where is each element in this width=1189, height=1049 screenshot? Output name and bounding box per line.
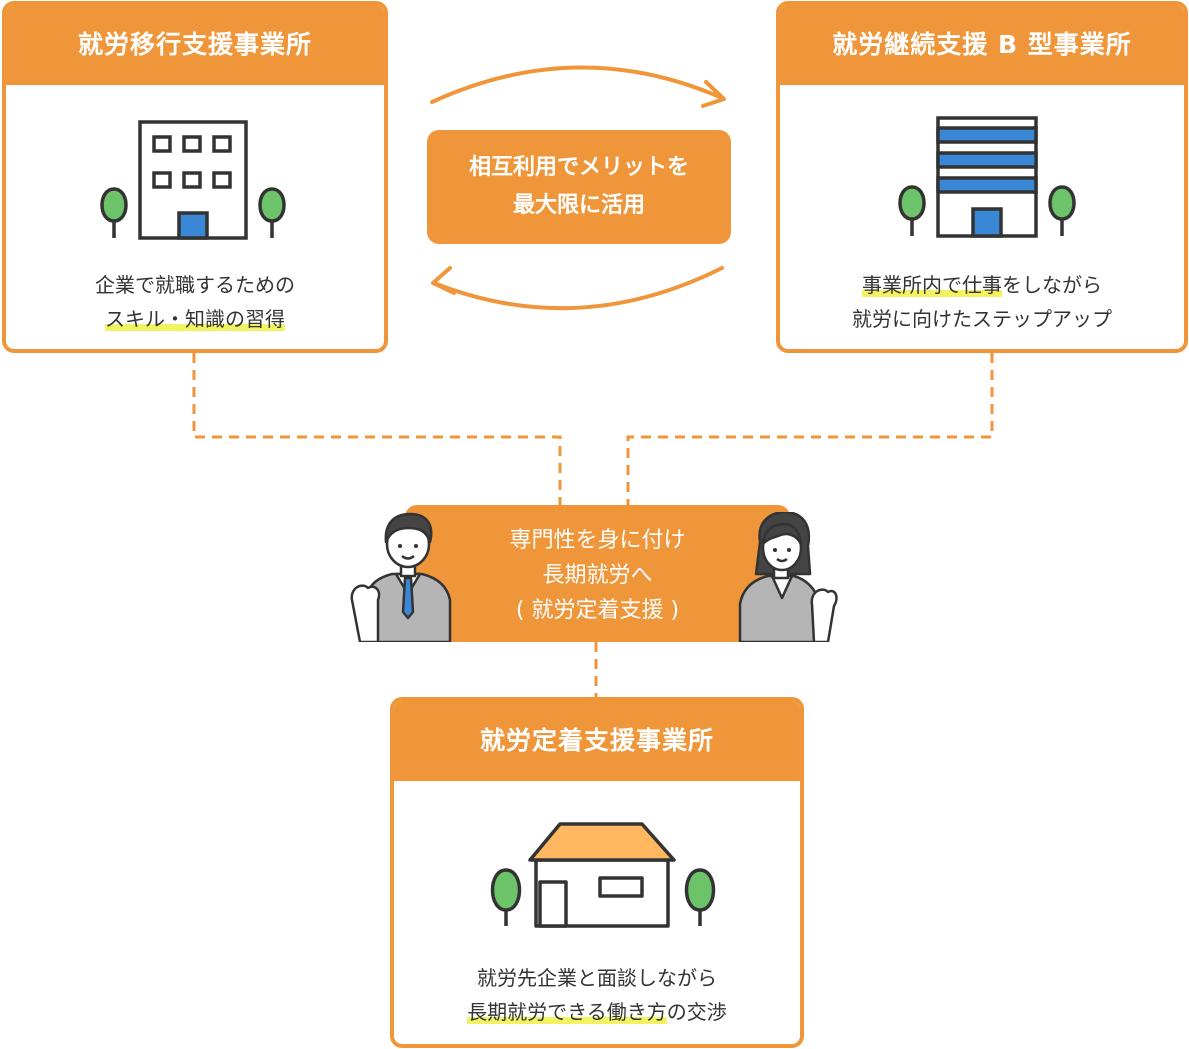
card-title: 就労定着支援事業所 xyxy=(394,701,800,781)
businesswoman-icon xyxy=(738,512,838,642)
card-title: 就労移行支援事業所 xyxy=(6,5,384,85)
office-building-striped-icon xyxy=(898,116,1076,238)
card-title: 就労継続支援 B 型事業所 xyxy=(780,5,1184,85)
card-continuous-support-b: 就労継続支援 B 型事業所 事業所内で仕事をしながら 就労に向けたステップアップ xyxy=(776,1,1188,353)
card-description: 企業で就職するための スキル・知識の習得 xyxy=(95,273,295,331)
arrow-top-curve xyxy=(430,65,724,104)
highlighted-text: 事業所内で仕事 xyxy=(862,273,1002,297)
dashed-connector-right xyxy=(626,353,994,505)
card-description: 事業所内で仕事をしながら 就労に向けたステップアップ xyxy=(852,273,1112,331)
long-term-employment-label: 専門性を身に付け 長期就労へ ( 就労定着支援 ) xyxy=(405,505,790,642)
house-icon xyxy=(490,822,716,928)
card-description: 就労先企業と面談しながら 長期就労できる働き方の交渉 xyxy=(467,966,727,1024)
office-building-icon xyxy=(100,120,286,240)
card-settlement-support: 就労定着支援事業所 就労先企業と面談しながら 長期就労できる働き方の交渉 xyxy=(390,697,804,1048)
businessman-icon xyxy=(350,512,452,642)
arrow-bottom-head xyxy=(431,266,456,295)
highlighted-text: スキル・知識の習得 xyxy=(105,307,285,331)
arrow-bottom-curve xyxy=(432,266,724,311)
dashed-connector-left xyxy=(192,353,562,505)
arrow-top-head xyxy=(701,80,726,108)
mutual-use-label: 相互利用でメリットを 最大限に活用 xyxy=(427,130,731,244)
highlighted-text: 長期就労できる働き方 xyxy=(467,1000,667,1024)
card-transition-support: 就労移行支援事業所 企業で就職するための スキル・知識の習得 xyxy=(2,1,388,353)
